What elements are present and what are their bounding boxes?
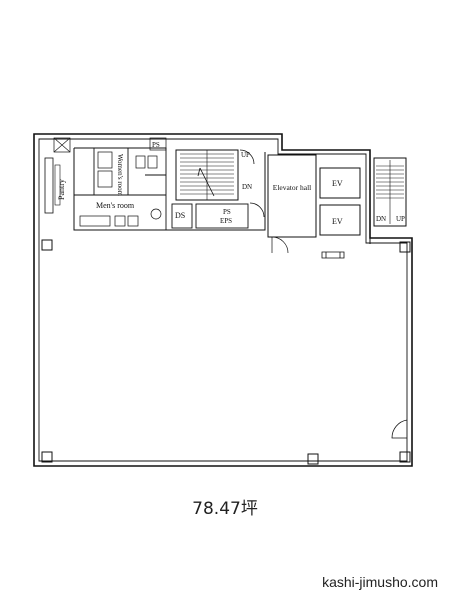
ds-shaft	[171, 203, 193, 229]
womens-fixture-4	[147, 155, 158, 169]
womens-fixture-2	[97, 170, 113, 188]
elevator-doors	[321, 251, 345, 259]
womens-fixture-1	[97, 151, 113, 169]
ev-1-label: EV	[332, 179, 343, 188]
stair-right-treads	[376, 160, 404, 224]
outer-wall	[33, 133, 413, 467]
ps-eps-shaft	[195, 203, 249, 229]
inner-wall	[38, 138, 408, 462]
stair-right	[373, 157, 407, 227]
mens-room-label: Men's room	[96, 201, 135, 210]
stair-right-up-label: UP	[396, 215, 405, 223]
womens-fixture-3	[135, 155, 146, 169]
core-door	[249, 202, 265, 218]
stair-left-up-label: UP	[241, 151, 250, 159]
stair-right-dn-label: DN	[376, 215, 386, 223]
pantry-counter	[44, 157, 54, 214]
ds-label: DS	[175, 211, 185, 220]
hall-door	[271, 236, 289, 254]
website-label: kashi-jimusho.com	[322, 574, 438, 590]
ps-small-label: PS	[152, 141, 160, 149]
mens-urinal-1	[114, 215, 126, 227]
elevator-hall	[267, 154, 317, 238]
elevator-car-2	[319, 204, 361, 236]
elevator-car-1	[319, 167, 361, 199]
structural-columns	[41, 239, 411, 465]
stair-left-arrow	[197, 167, 215, 197]
pantry-label: Pantry	[57, 179, 66, 200]
womens-room-label: Women's room	[116, 154, 124, 197]
ps-label: PS	[223, 208, 231, 216]
ev-2-label: EV	[332, 217, 343, 226]
stair-left-treads	[180, 150, 234, 200]
mens-counter	[79, 215, 111, 227]
duct-box	[53, 137, 71, 153]
mens-basin	[150, 208, 162, 220]
pantry-shelf	[54, 164, 61, 206]
duct-cross	[53, 137, 71, 153]
stair-left-dn-label: DN	[242, 183, 252, 191]
stair-door	[239, 149, 255, 165]
ps-shaft-small	[149, 137, 167, 151]
elevator-hall-label: Elevator hall	[272, 184, 312, 192]
floor-area-label: 78.47坪	[192, 499, 258, 519]
eps-label: EPS	[220, 217, 232, 225]
core-outline	[73, 148, 371, 244]
mens-urinal-2	[127, 215, 139, 227]
side-door	[391, 419, 408, 439]
